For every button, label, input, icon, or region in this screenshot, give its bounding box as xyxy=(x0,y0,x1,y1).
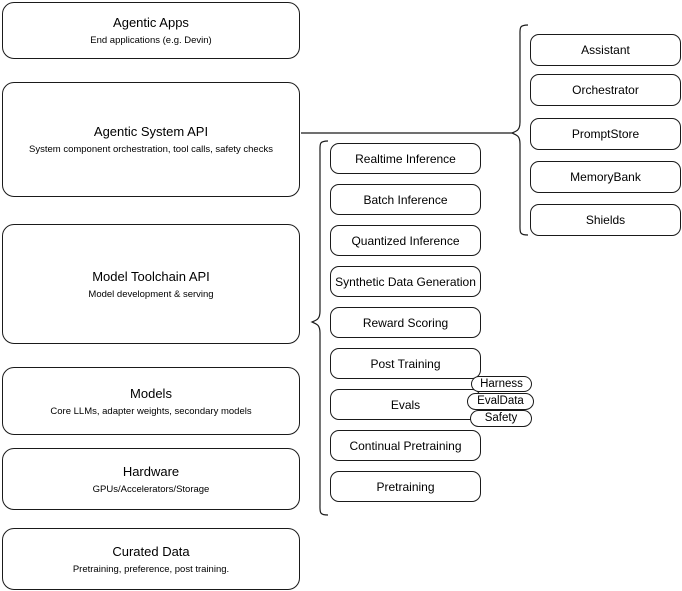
layer-title: Curated Data xyxy=(112,543,190,559)
brace-toolchain-capabilities xyxy=(310,140,329,516)
layer-subtitle: Core LLMs, adapter weights, secondary mo… xyxy=(50,405,252,417)
layer-curated-data[interactable]: Curated Data Pretraining, preference, po… xyxy=(2,528,300,590)
component-memorybank[interactable]: MemoryBank xyxy=(530,161,681,193)
capability-batch-inference[interactable]: Batch Inference xyxy=(330,184,481,215)
layer-title: Hardware xyxy=(122,463,180,479)
component-orchestrator[interactable]: Orchestrator xyxy=(530,74,681,106)
layer-agentic-apps[interactable]: Agentic Apps End applications (e.g. Devi… xyxy=(2,2,300,59)
layer-subtitle: Model development & serving xyxy=(88,288,214,300)
capability-pretraining[interactable]: Pretraining xyxy=(330,471,481,502)
layer-title: Models xyxy=(130,385,172,401)
brace-agentic-components xyxy=(510,24,529,236)
evals-pill-evaldata[interactable]: EvalData xyxy=(467,393,534,410)
layer-subtitle: Pretraining, preference, post training. xyxy=(72,563,230,575)
capability-evals[interactable]: Evals xyxy=(330,389,481,420)
layer-subtitle: GPUs/Accelerators/Storage xyxy=(92,483,210,495)
evals-pill-safety[interactable]: Safety xyxy=(470,410,532,427)
capability-synthetic-data-generation[interactable]: Synthetic Data Generation xyxy=(330,266,481,297)
capability-quantized-inference[interactable]: Quantized Inference xyxy=(330,225,481,256)
evals-pill-harness[interactable]: Harness xyxy=(471,376,532,392)
component-shields[interactable]: Shields xyxy=(530,204,681,236)
layer-title: Model Toolchain API xyxy=(92,268,210,284)
capability-post-training[interactable]: Post Training xyxy=(330,348,481,379)
component-promptstore[interactable]: PromptStore xyxy=(530,118,681,150)
layer-subtitle: System component orchestration, tool cal… xyxy=(29,144,273,155)
layer-agentic-system-api[interactable]: Agentic System API System component orch… xyxy=(2,82,300,197)
capability-continual-pretraining[interactable]: Continual Pretraining xyxy=(330,430,481,461)
layer-model-toolchain-api[interactable]: Model Toolchain API Model development & … xyxy=(2,224,300,344)
layer-models[interactable]: Models Core LLMs, adapter weights, secon… xyxy=(2,367,300,435)
capability-reward-scoring[interactable]: Reward Scoring xyxy=(330,307,481,338)
layer-subtitle: End applications (e.g. Devin) xyxy=(90,35,212,46)
layer-hardware[interactable]: Hardware GPUs/Accelerators/Storage xyxy=(2,448,300,510)
capability-realtime-inference[interactable]: Realtime Inference xyxy=(330,143,481,174)
layer-title: Agentic System API xyxy=(93,124,209,139)
component-assistant[interactable]: Assistant xyxy=(530,34,681,66)
layer-title: Agentic Apps xyxy=(113,15,189,30)
